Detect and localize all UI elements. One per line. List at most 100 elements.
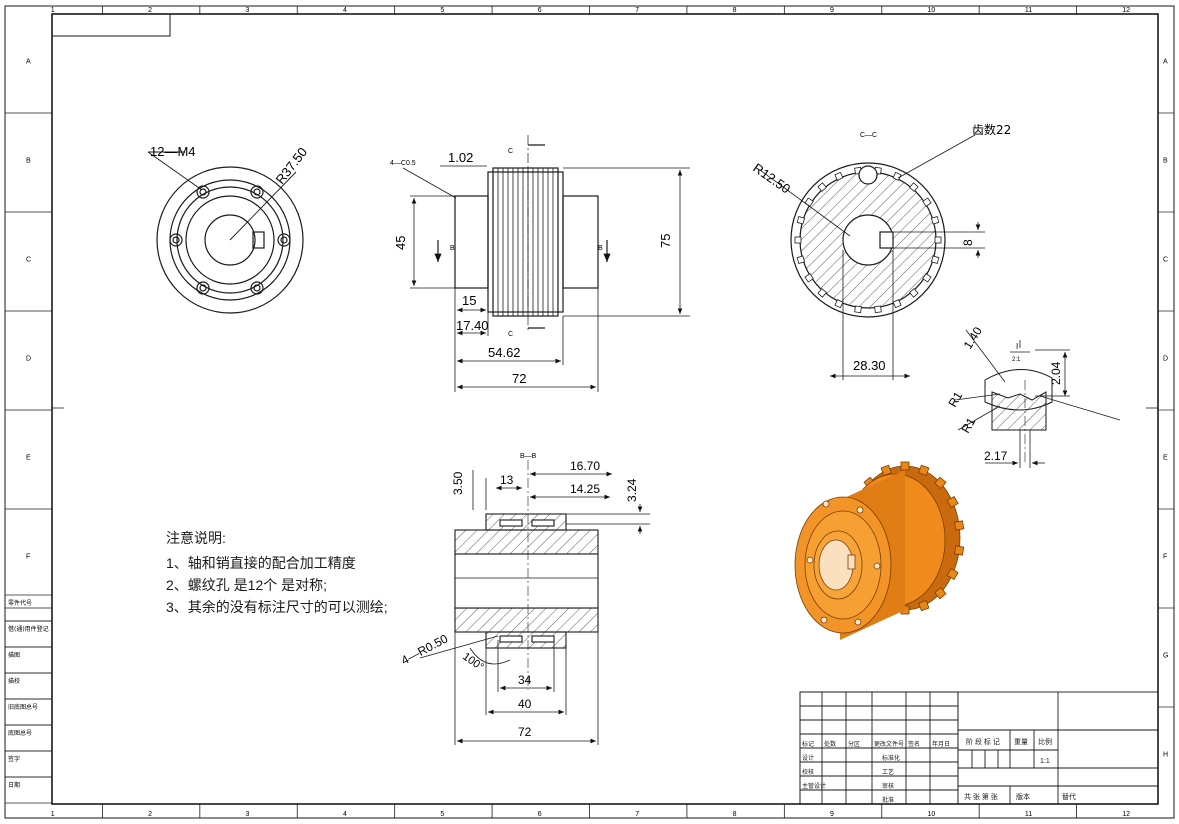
column-mark-bottom: 11 xyxy=(1025,811,1032,818)
row-mark-right: E xyxy=(1163,455,1168,462)
column-mark-top: 2 xyxy=(148,7,152,14)
column-mark-top: 3 xyxy=(246,7,250,14)
row-mark-left: E xyxy=(26,455,31,462)
detail-view xyxy=(954,329,1121,468)
tb-row-role: 主管设计 xyxy=(802,782,826,790)
label-350: 3.50 xyxy=(451,471,465,495)
row-mark-left: B xyxy=(26,158,31,165)
column-mark-bottom: 10 xyxy=(927,811,935,818)
row-mark-right: D xyxy=(1163,356,1168,363)
tb-ratio: 比例 xyxy=(1038,737,1052,746)
tb-row-role: 设计 xyxy=(802,754,814,762)
tb-version: 版本 xyxy=(1016,792,1030,801)
notes-block: 注意说明: 1、轴和销直接的配合加工精度 2、螺纹孔 是12个 是对称; 3、其… xyxy=(166,530,388,615)
tb-row-check: 工艺 xyxy=(882,768,894,776)
tb-header: 更改文件号 xyxy=(874,740,904,748)
section-cc xyxy=(759,134,985,380)
column-mark-top: 12 xyxy=(1122,7,1130,14)
column-mark-bottom: 5 xyxy=(440,811,444,818)
column-mark-bottom: 1 xyxy=(51,811,55,818)
label-chamfer: 4—C0.5 xyxy=(390,160,416,167)
label-13: 13 xyxy=(500,473,514,487)
strip-label: 描图 xyxy=(8,651,20,659)
column-mark-top: 4 xyxy=(343,7,347,14)
column-mark-bottom: 2 xyxy=(148,811,152,818)
column-mark-bottom: 4 xyxy=(343,811,347,818)
strip-label: 借(通)用件登记 xyxy=(8,625,49,633)
label-1670: 16.70 xyxy=(570,459,600,473)
strip-label: 底图总号 xyxy=(8,729,32,737)
label-72-side: 72 xyxy=(512,371,526,386)
label-angle: 100° xyxy=(460,651,486,674)
side-view xyxy=(402,135,690,392)
label-34: 34 xyxy=(518,673,532,687)
strip-label: 零件代号 xyxy=(8,599,32,607)
tb-header: 标记 xyxy=(802,740,814,748)
tb-replace: 替代 xyxy=(1062,792,1076,801)
bolt-holes xyxy=(169,185,291,295)
front-view xyxy=(147,151,304,314)
label-15: 15 xyxy=(462,293,476,308)
label-1740: 17.40 xyxy=(456,318,489,333)
row-mark-right: G xyxy=(1163,653,1168,660)
label-bb-title: B—B xyxy=(520,453,537,460)
strip-label: 签字 xyxy=(8,755,20,763)
row-mark-right: F xyxy=(1163,554,1167,561)
label-1425: 14.25 xyxy=(570,482,600,496)
label-2830: 28.30 xyxy=(853,358,886,373)
label-102: 1.02 xyxy=(448,150,473,165)
row-mark-right: B xyxy=(1163,158,1168,165)
label-8: 8 xyxy=(961,239,975,246)
label-teeth: 齿数22 xyxy=(972,122,1011,137)
tb-header: 年月日 xyxy=(932,740,950,748)
label-75: 75 xyxy=(658,234,673,248)
label-40: 40 xyxy=(518,697,532,711)
strip-label: 描校 xyxy=(8,677,20,685)
label-cc-title: C—C xyxy=(860,132,877,139)
label-c-top: C xyxy=(508,148,513,155)
label-r1-top: R1 xyxy=(945,389,965,410)
label-140: 1.40 xyxy=(961,324,985,352)
label-i: I xyxy=(1016,342,1018,351)
column-mark-top: 5 xyxy=(440,7,444,14)
column-mark-bottom: 8 xyxy=(733,811,737,818)
label-r1-bottom: R1 xyxy=(958,415,978,436)
label-217: 2.17 xyxy=(984,449,1008,463)
label-72-bb: 72 xyxy=(518,725,532,739)
label-r1250: R12.50 xyxy=(750,160,793,196)
title-block-text: 阶 段 标 记 重量 比例 1:1 共 张 第 张 版本 替代 标记处数分区更改… xyxy=(802,737,1076,804)
column-mark-top: 8 xyxy=(733,7,737,14)
label-204: 2.04 xyxy=(1049,361,1063,385)
column-mark-bottom: 3 xyxy=(246,811,250,818)
label-fillet: 4—R0.50 xyxy=(399,631,451,667)
column-mark-top: 11 xyxy=(1025,7,1032,14)
tb-stage: 阶 段 标 记 xyxy=(966,737,1000,746)
tb-row-role: 校核 xyxy=(802,768,814,776)
strip-label: 旧底图总号 xyxy=(8,703,38,711)
title-block xyxy=(799,691,1159,805)
label-5462: 54.62 xyxy=(488,345,521,360)
row-mark-left: F xyxy=(26,554,30,561)
column-mark-top: 7 xyxy=(635,7,639,14)
label-r3750: R37.50 xyxy=(273,145,311,187)
strip-label: 日期 xyxy=(8,781,20,789)
tb-header: 处数 xyxy=(824,740,836,748)
notes-title: 注意说明: xyxy=(166,530,226,546)
column-mark-bottom: 9 xyxy=(830,811,834,818)
row-mark-right: H xyxy=(1163,752,1168,759)
column-mark-bottom: 6 xyxy=(538,811,542,818)
column-mark-top: 10 xyxy=(927,7,935,14)
label-21: 2:1 xyxy=(1012,357,1021,363)
iso-view xyxy=(794,461,965,640)
row-mark-right: A xyxy=(1163,59,1168,66)
tb-row-check: 标准化 xyxy=(882,754,900,762)
tb-ratio-value: 1:1 xyxy=(1040,758,1050,765)
tb-row-check: 批准 xyxy=(882,796,894,804)
section-bb xyxy=(419,460,650,745)
row-mark-right: C xyxy=(1163,257,1168,264)
tb-header: 分区 xyxy=(848,740,860,748)
tb-row-check: 审核 xyxy=(882,782,894,790)
row-mark-left: A xyxy=(26,59,31,66)
